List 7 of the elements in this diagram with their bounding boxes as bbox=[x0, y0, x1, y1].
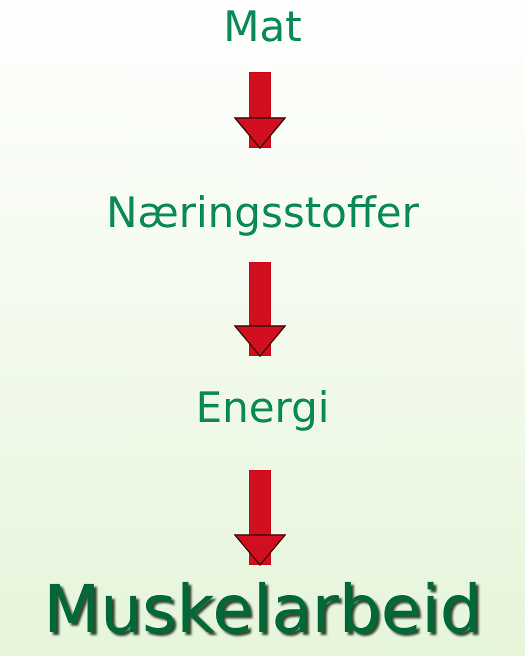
heading: Muskelarbeid bbox=[43, 571, 482, 648]
arrow bbox=[234, 72, 286, 149]
arrow bbox=[234, 262, 286, 357]
arrow bbox=[234, 470, 286, 566]
step-label: Energi bbox=[196, 383, 330, 432]
step-label: Næringsstoffer bbox=[106, 188, 419, 237]
step-label: Mat bbox=[223, 2, 302, 51]
